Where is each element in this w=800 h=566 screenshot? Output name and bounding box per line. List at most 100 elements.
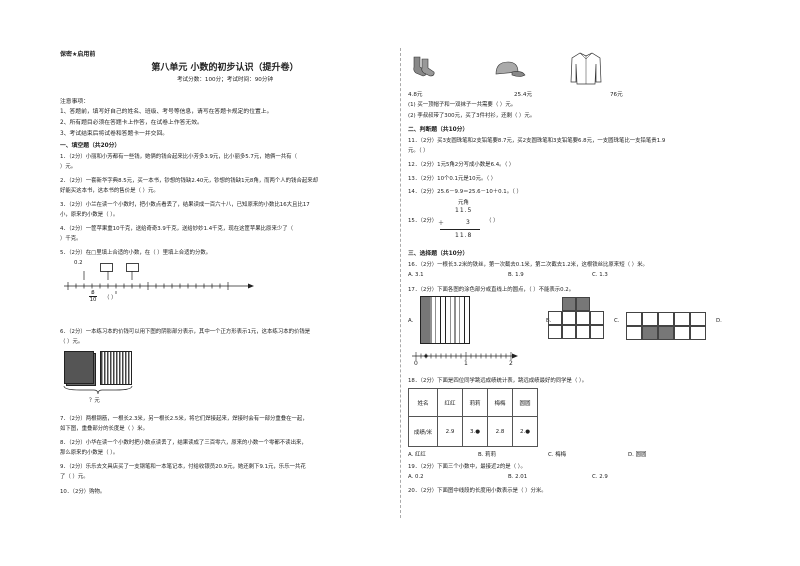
question-11: 11．（2分）买3支圆珠笔和2支铅笔要8.7元，买2支圆珠笔和3支铅笔要6.8元… xyxy=(408,138,666,144)
grid-cell xyxy=(548,311,562,325)
grades-table: 姓名 红红 莉莉 梅梅 圆圆 成绩/米 2.9 3.● 2.8 2.● xyxy=(408,388,538,447)
cap-icon xyxy=(495,61,526,77)
question-13: 13．（2分）10个0.1元是10元。（ ） xyxy=(408,176,497,182)
q19-option-b[interactable]: B. 2.01 xyxy=(508,474,528,480)
grid-cell xyxy=(690,312,706,326)
question-6: 6．（2分）一本练习本的价钱可以用下图的阴影部分表示，其中一个正方形表示1元，这… xyxy=(60,329,311,335)
question-6-cont: （ ）元。 xyxy=(60,339,84,345)
q15-result: 11.8 xyxy=(455,232,473,239)
grid-cell xyxy=(674,312,690,326)
question-9-cont: 了（ ）元。 xyxy=(60,474,89,480)
column-divider xyxy=(400,48,401,518)
table-cell: 2.9 xyxy=(437,416,463,447)
q18-option-a[interactable]: A. 红红 xyxy=(408,452,426,458)
question-2-cont: 好能买这本书，这本书的售价是（ ）元。 xyxy=(60,188,159,194)
striped-square xyxy=(100,351,132,385)
q15-rule xyxy=(440,229,480,230)
q15-head: 元角 xyxy=(458,200,469,206)
grid-cell xyxy=(576,311,590,325)
table-cell: 2.● xyxy=(512,416,538,447)
question-18: 18．（2分）下面是四位同学跳远成绩统计表，跳远成绩最好的同学是（ ）。 xyxy=(408,378,588,384)
question-8: 8．（2分）小华在读一个小数时把小数点读丢了，结果读成了三百零六，原来的小数一个… xyxy=(60,440,307,446)
table-header: 圆圆 xyxy=(512,388,538,417)
grid-cell xyxy=(690,326,706,340)
question-1: 1．（2分）小丽和小芳都有一些钱，她俩的钱合起来比小芳多3.9元，比小丽多5.7… xyxy=(60,154,297,160)
q17-option-d[interactable]: D. xyxy=(716,318,722,324)
question-1-cont: ）元。 xyxy=(60,164,77,170)
notice-heading: 注意事项： xyxy=(60,99,89,105)
grid-cell xyxy=(562,297,576,311)
numberline-label-top: 0.2 xyxy=(74,260,83,266)
q17-option-c[interactable]: C. xyxy=(614,318,620,324)
question-19: 19．（2分）下面三个小数中，最接近2的是（ ）。 xyxy=(408,464,526,470)
question-17: 17．（2分）下面各图的涂色部分或直线上的圆点，（ ）不能表示0.2。 xyxy=(408,287,575,293)
notice-item: 2、所有题目必须在答题卡上作答，在试卷上作答无效。 xyxy=(60,120,203,126)
answer-paren: （ ） xyxy=(104,295,117,301)
grid-cell xyxy=(626,312,642,326)
q16-option-b[interactable]: B. 1.9 xyxy=(508,272,524,278)
question-11-cont: 元。（ ） xyxy=(408,148,429,154)
answer-box[interactable] xyxy=(100,263,113,272)
question-8-cont: 那么原来的小数是（ ）。 xyxy=(60,450,119,456)
nl-label-1: 1 xyxy=(464,360,468,367)
page-title: 第八单元 小数的初步认识（提升卷） xyxy=(151,63,299,73)
question-12: 12．（2分）1元5角2分写成小数是6.4。（ ） xyxy=(408,162,515,168)
grid-cell xyxy=(626,326,642,340)
fraction: 3 10 xyxy=(89,290,97,303)
shaded-square-top xyxy=(64,351,94,384)
q18-option-b[interactable]: B. 莉莉 xyxy=(478,452,496,458)
price-cap: 25.4元 xyxy=(514,92,533,98)
question-16: 16．（2分）一根长3.2米的铁丝，第一次截去0.1米，第二次截去1.2米，这根… xyxy=(408,262,648,268)
shopping-q1: (1) 买一顶帽子和一双袜子一共需要（ ）元。 xyxy=(408,102,517,108)
question-7: 7．（2分）两根钢筋，一根长2.3米，另一根长2.5米，将它们焊接起来，焊接时会… xyxy=(60,416,308,422)
brace-label: ？元 xyxy=(89,398,100,404)
page-subtitle: 考试分数：100分；考试时间：90分钟 xyxy=(176,77,274,83)
table-header: 梅梅 xyxy=(487,388,513,417)
grid-cell xyxy=(658,312,674,326)
question-20: 20．（2分）下面图中线段的长度用小数表示是（ ）分米。 xyxy=(408,488,547,494)
grid-cell xyxy=(642,326,658,340)
q15-op: ＋ xyxy=(438,220,445,227)
price-socks: 4.8元 xyxy=(408,92,423,98)
grid-cell xyxy=(642,312,658,326)
question-4: 4．（2分）一筐苹果重10千克，送给奇奇3.9千克，送给妙妙1.4千克，现在这筐… xyxy=(60,226,294,232)
secret-label: 保密★启用前 xyxy=(60,51,96,58)
table-row-label: 成绩/米 xyxy=(408,416,438,447)
q19-option-c[interactable]: C. 2.9 xyxy=(592,474,608,480)
q19-option-a[interactable]: A. 0.2 xyxy=(408,474,424,480)
grid-cell xyxy=(562,325,576,339)
question-15: 15．（2分） xyxy=(408,218,438,224)
grid-cell xyxy=(562,311,576,325)
grid-cell xyxy=(658,326,674,340)
q16-option-a[interactable]: A. 3.1 xyxy=(408,272,424,278)
q5-number-line xyxy=(64,271,254,294)
answer-paren: （ ） xyxy=(486,218,499,224)
table-header: 莉莉 xyxy=(462,388,488,417)
shopping-q2: (2) 李叔叔带了300元，买了3件衬衫，还剩（ ）元。 xyxy=(408,113,536,119)
shirt-icon xyxy=(570,52,602,85)
price-shirt: 76元 xyxy=(610,92,623,98)
question-2: 2．（2分）一套新华字典8.5元，买一本书，钞想的钱缺2.40元，钞想的钱缺1元… xyxy=(60,178,319,184)
q16-option-c[interactable]: C. 1.3 xyxy=(592,272,608,278)
question-9: 9．（2分）乐乐去文具店买了一支钢笔和一本笔记本，付给收银员20.9元，她还剩下… xyxy=(60,464,306,470)
question-14: 14．（2分）25.6－9.9＝25.6－10＋0.1。（ ） xyxy=(408,189,522,195)
grid-cell xyxy=(548,325,562,339)
table-cell: 2.8 xyxy=(487,416,513,447)
socks-icon xyxy=(413,56,435,77)
section-heading: 二、判断题（共10分） xyxy=(408,127,469,133)
q18-option-d[interactable]: D. 圆圆 xyxy=(628,452,647,458)
table-cell: 3.● xyxy=(462,416,488,447)
q17-option-a[interactable]: A. xyxy=(408,318,414,324)
section-heading: 三、选择题（共10分） xyxy=(408,251,469,257)
question-3-cont: 小，原来的小数是（ ）。 xyxy=(60,212,119,218)
q17a-shaded xyxy=(421,297,430,343)
answer-box[interactable] xyxy=(126,263,139,272)
nl-label-2: 2 xyxy=(509,360,513,367)
brace xyxy=(63,385,133,395)
q18-option-c[interactable]: C. 梅梅 xyxy=(548,452,566,458)
table-header: 红红 xyxy=(437,388,463,417)
grid-cell xyxy=(590,325,604,339)
q15-top: 11.5 xyxy=(455,207,473,214)
q15-mid: 3 xyxy=(466,219,470,226)
